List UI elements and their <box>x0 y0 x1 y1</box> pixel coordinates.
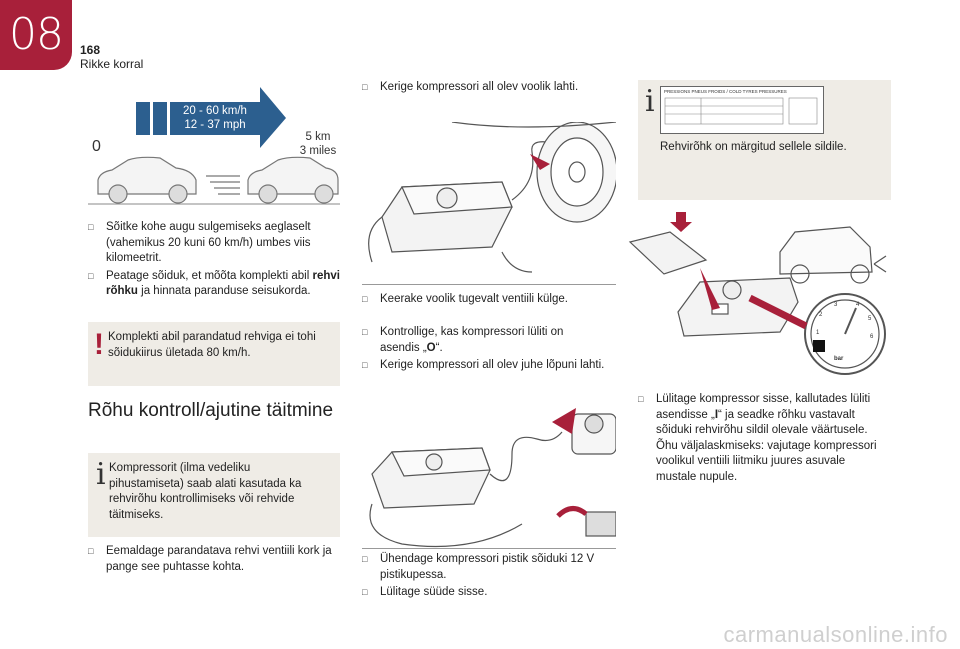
warning-note-box: ! Komplekti abil parandatud rehviga ei t… <box>88 322 340 386</box>
info-icon: i <box>96 457 106 492</box>
list-item: □ Sõitke kohe augu sulgemiseks aeglaselt… <box>88 221 311 264</box>
speed-kmh: 20 - 60 km/h <box>183 105 247 117</box>
power-socket-illustration <box>362 404 617 549</box>
gauge-tick-2: 2 <box>819 312 823 318</box>
list-item: □ Keerake voolik tugevalt ventiili külge… <box>362 292 622 308</box>
info-note-text: Kompressorit (ilma vedeliku pihustamiset… <box>109 462 302 521</box>
valve-instructions: □ Eemaldage parandatava rehvi ventiili k… <box>88 544 343 577</box>
tyre-label-title: PRESSIONS PNEUS FROIDS / COLD TYRES PRES… <box>664 89 787 94</box>
warning-note-text: Komplekti abil parandatud rehviga ei toh… <box>108 331 316 359</box>
info-icon: i <box>645 84 655 119</box>
switch-steps: □ Kontrollige, kas kompressori lüliti on… <box>362 325 624 376</box>
checkbox-bullet-icon: □ <box>362 327 368 337</box>
compressor-gauge-image <box>628 212 887 375</box>
section-title: Rikke korral <box>80 57 144 71</box>
list-item: □ Ühendage kompressori pistik sõiduki 12… <box>362 553 595 581</box>
pressure-label-info-text: Rehvirõhk on märgitud sellele sildile. <box>660 141 847 153</box>
hose-step-2: □ Keerake voolik tugevalt ventiili külge… <box>362 292 622 310</box>
list-item: □ Peatage sõiduk, et mõõta komplekti abi… <box>88 269 340 298</box>
list-item: □ Lülitage kompressor sisse, kallutades … <box>638 393 877 483</box>
start-value: 0 <box>92 138 101 155</box>
gauge-tick-4: 4 <box>856 302 860 308</box>
list-item: □ Kerige kompressori all olev voolik lah… <box>362 80 622 96</box>
distance-miles: 3 miles <box>299 145 337 157</box>
drive-instructions: □ Sõitke kohe augu sulgemiseks aeglaselt… <box>88 220 343 302</box>
ignition-steps: □ Ühendage kompressori pistik sõiduki 12… <box>362 552 624 603</box>
gauge-tick-5: 5 <box>868 316 872 322</box>
checkbox-bullet-icon: □ <box>88 222 94 232</box>
checkbox-bullet-icon: □ <box>362 554 368 564</box>
checkbox-bullet-icon: □ <box>88 546 94 556</box>
footer-watermark: carmanualsonline.info <box>723 622 948 647</box>
compressor-hose-image <box>368 121 618 273</box>
list-item: □ Kontrollige, kas kompressori lüliti on… <box>362 326 564 354</box>
checkbox-bullet-icon: □ <box>638 394 644 404</box>
section-heading: Rõhu kontroll/ajutine täitmine <box>88 400 334 421</box>
hose-step-1: □ Kerige kompressori all olev voolik lah… <box>362 80 622 98</box>
compressor-hose-illustration <box>362 121 618 285</box>
tyre-pressure-label: PRESSIONS PNEUS FROIDS / COLD TYRES PRES… <box>660 86 824 134</box>
gauge-tick-1: 1 <box>816 330 820 336</box>
page-number: 168 <box>80 43 101 57</box>
power-socket-image <box>369 408 617 548</box>
drive-speed-illustration: 20 - 60 km/h 12 - 37 mph 0 5 km 3 miles <box>88 82 340 210</box>
checkbox-bullet-icon: □ <box>88 270 94 281</box>
list-item: □ Eemaldage parandatava rehvi ventiili k… <box>88 545 332 573</box>
list-item: □ Lülitage süüde sisse. <box>362 585 624 601</box>
distance-label: 5 km 3 miles <box>293 130 343 158</box>
exclamation-icon: ! <box>94 328 104 361</box>
gauge-tick-6: 6 <box>870 334 874 340</box>
speed-arrow-graphic <box>88 87 340 205</box>
gauge-tick-3: 3 <box>834 302 838 308</box>
checkbox-bullet-icon: □ <box>362 82 368 92</box>
speed-mph: 12 - 37 mph <box>184 119 246 131</box>
info-note-box: i Kompressorit (ilma vedeliku pihustamis… <box>88 453 340 537</box>
tyre-label-grid <box>664 97 818 125</box>
checkbox-bullet-icon: □ <box>362 294 368 304</box>
speed-range-label: 20 - 60 km/h 12 - 37 mph <box>170 104 260 132</box>
chapter-tab: 08 <box>0 0 72 70</box>
checkbox-bullet-icon: □ <box>362 360 368 370</box>
list-item: □ Kerige kompressori all olev juhe lõpun… <box>362 358 624 374</box>
compressor-gauge-illustration: bar 1 2 3 4 5 6 <box>620 212 894 380</box>
pressure-label-info-box: i PRESSIONS PNEUS FROIDS / COLD TYRES PR… <box>638 80 891 200</box>
checkbox-bullet-icon: □ <box>362 587 368 597</box>
inflate-step: □ Lülitage kompressor sisse, kallutades … <box>638 392 898 487</box>
gauge-unit-label: bar <box>834 356 844 362</box>
distance-km: 5 km <box>305 131 331 143</box>
